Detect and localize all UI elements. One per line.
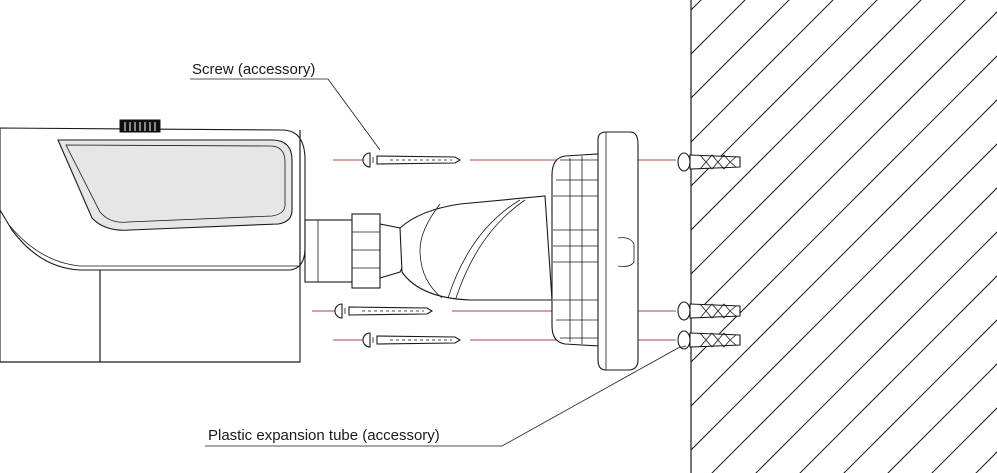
- hatch-line: [691, 0, 878, 187]
- hatch-line: [887, 363, 997, 473]
- screw-middle: [334, 303, 434, 319]
- hatch-line: [691, 11, 997, 319]
- hatch-line: [691, 0, 922, 231]
- hatch-line: [691, 0, 834, 143]
- hatch-line: [691, 0, 966, 275]
- camera-body: [0, 119, 306, 363]
- wall: [690, 0, 997, 473]
- screw-top: [362, 152, 462, 168]
- expansion-tube-middle: [677, 301, 741, 321]
- hatch-line: [691, 0, 790, 99]
- screw-bottom: [362, 332, 462, 348]
- hatch-line: [691, 55, 997, 363]
- hatch-line: [755, 231, 997, 473]
- hatch-line: [691, 143, 997, 451]
- callout-screw: [190, 78, 381, 151]
- callout-expansion-tube: [205, 345, 687, 447]
- expansion-tube-label: Plastic expansion tube (accessory): [208, 427, 440, 444]
- expansion-tube-bottom: [677, 330, 741, 350]
- bracket-base: [551, 131, 639, 371]
- expansion-tube-top: [677, 152, 741, 172]
- camera-neck: [304, 213, 407, 289]
- wall-hatching: [691, 0, 997, 473]
- screw-label: Screw (accessory): [192, 61, 315, 78]
- hatch-line: [843, 319, 997, 473]
- hatch-line: [799, 275, 997, 473]
- hatch-line: [711, 187, 997, 473]
- hatch-line: [691, 99, 997, 407]
- bracket-arm: [399, 195, 553, 301]
